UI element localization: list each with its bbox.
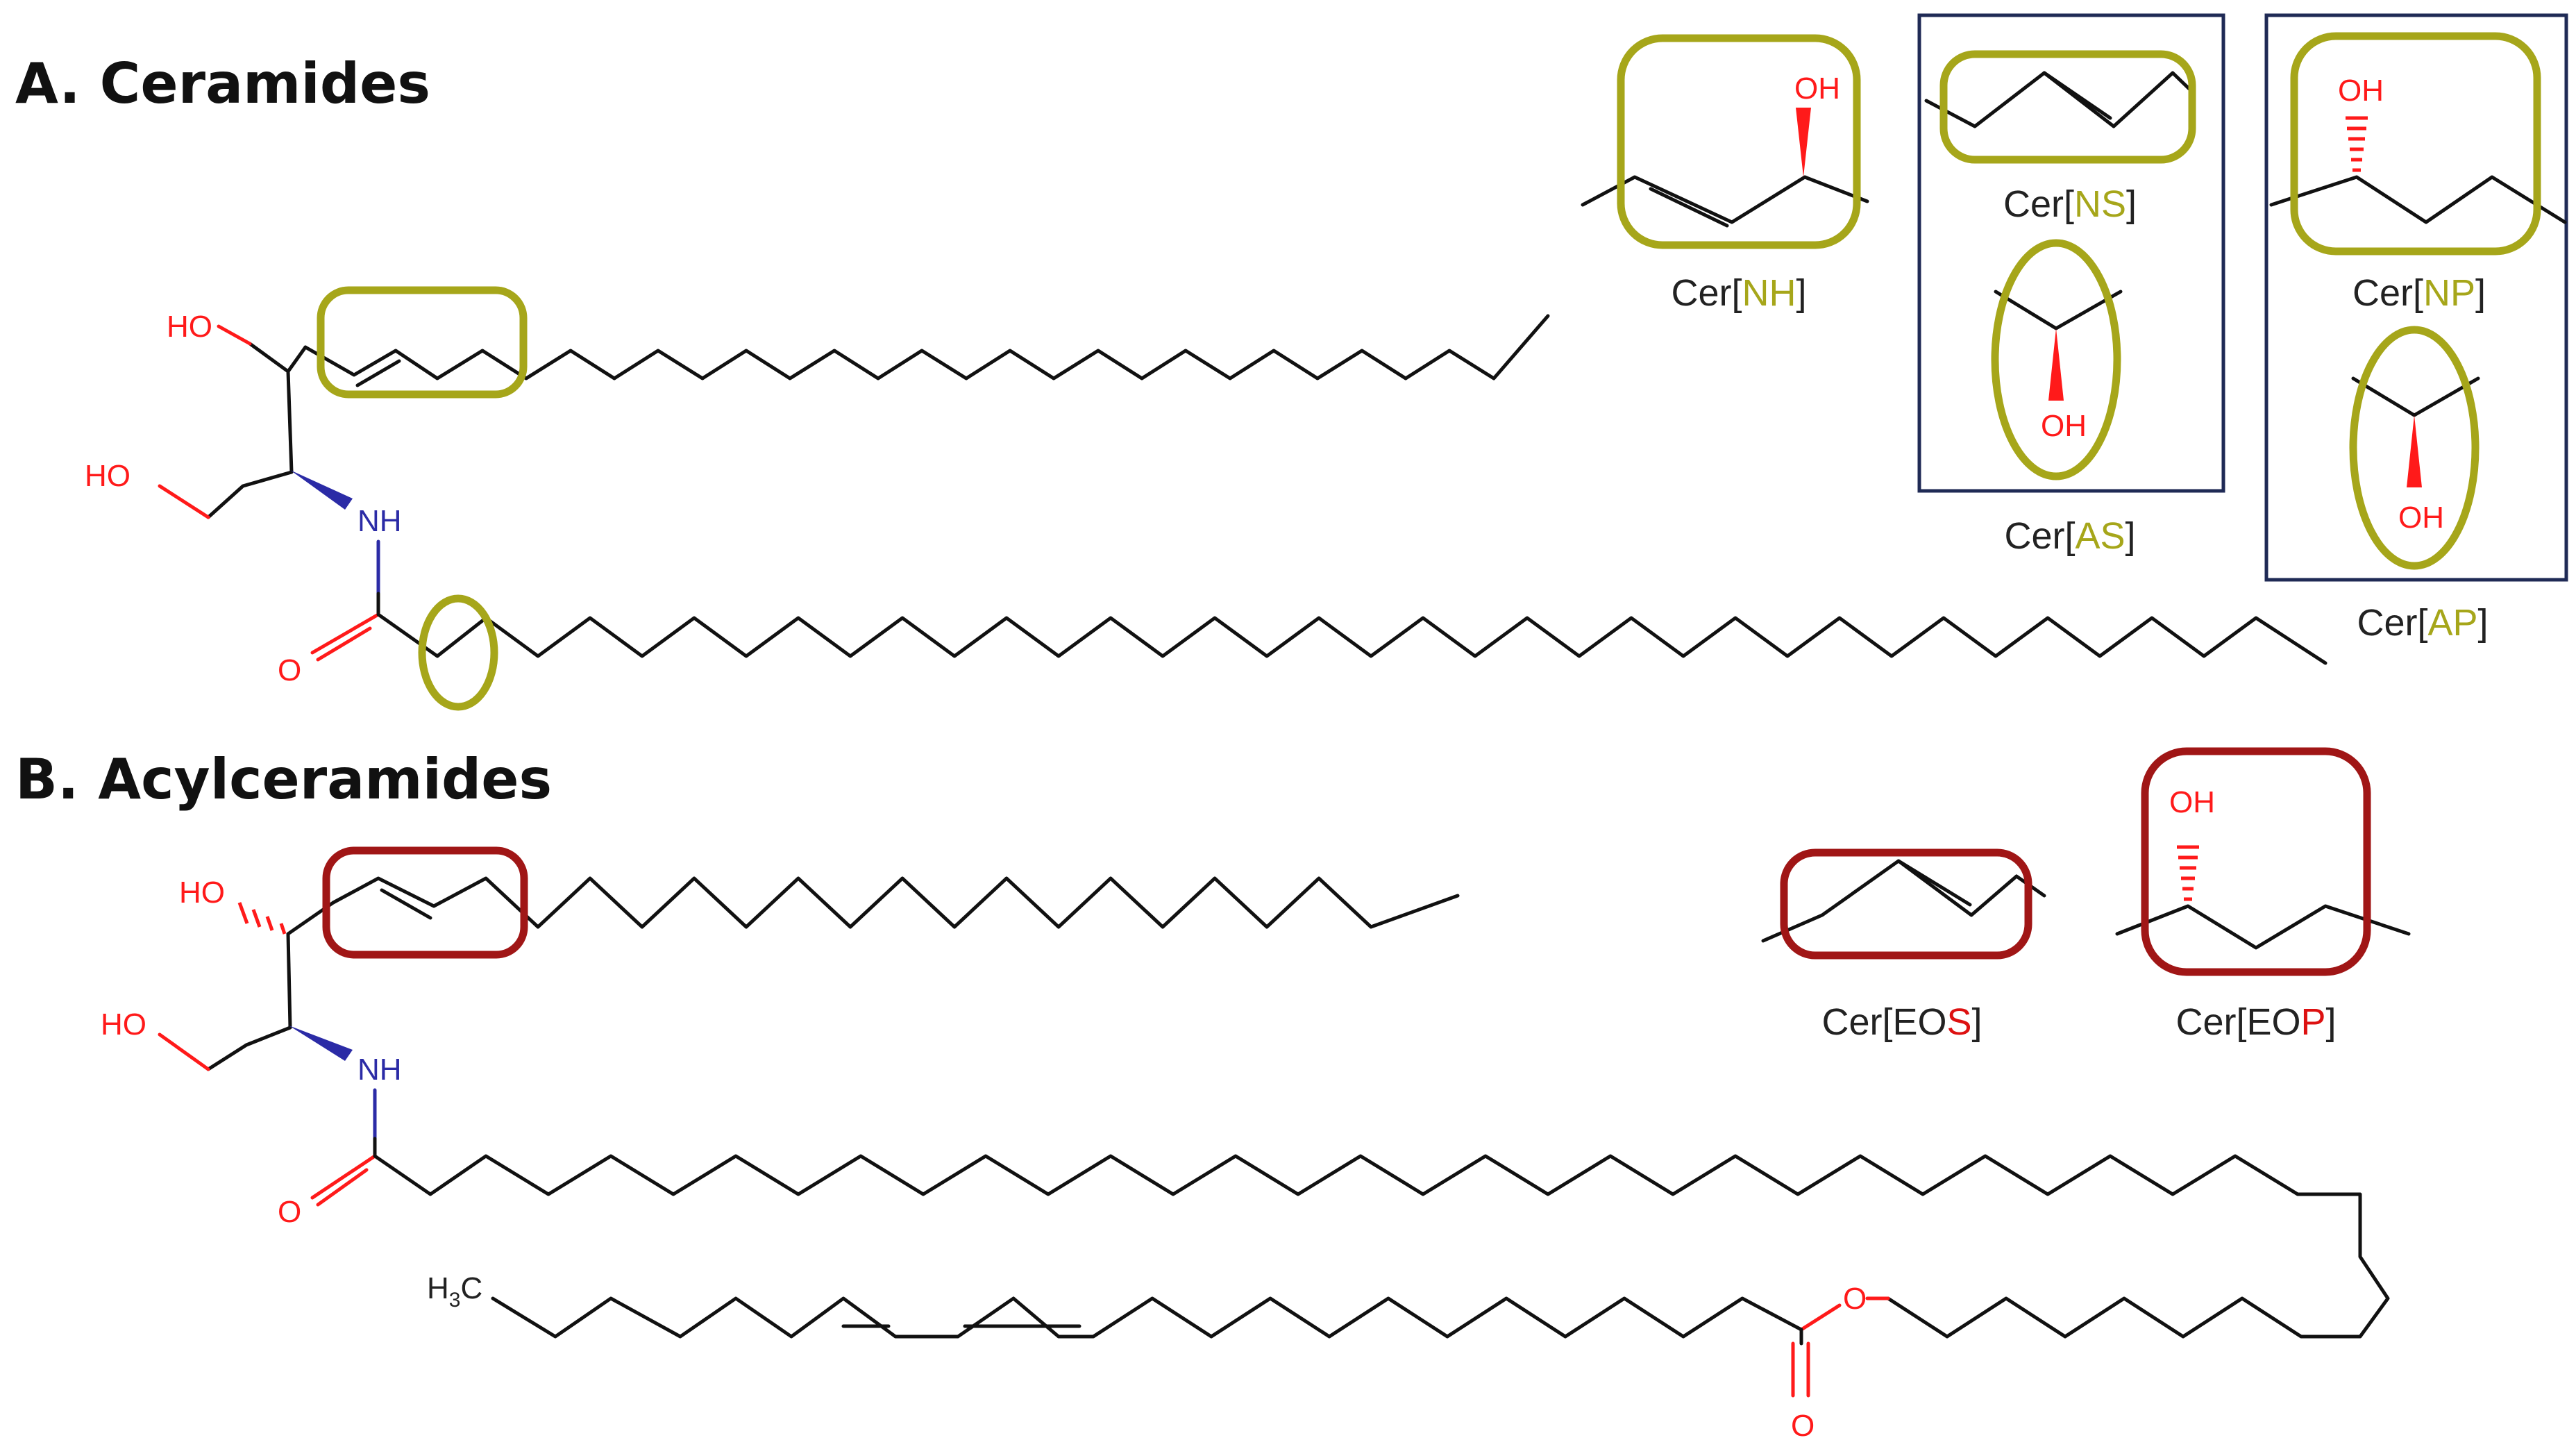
omega-hydroxy-acyl-chain [373, 1154, 2390, 1339]
ns-highlight [1939, 50, 2196, 164]
alpha-carbon-highlight [418, 594, 498, 711]
ns-caption: Cer[NS] [2003, 183, 2137, 225]
acyl-carbonyl-bond-2 [316, 1168, 369, 1207]
section-a-heading: A. Ceramides [15, 51, 430, 116]
fatty-acyl-chain [376, 612, 2327, 665]
carbonyl-bond-1 [310, 612, 380, 655]
carbonyl-bond-2 [316, 626, 372, 662]
eos-fragment-bonds [1761, 859, 2046, 943]
ester-o-bond-left [1799, 1303, 1842, 1332]
acyl-double-bond-highlight [322, 846, 528, 959]
eos-highlight [1780, 848, 2032, 960]
np-hydroxyl-hash-bond [2346, 116, 2368, 172]
sphingosine-variants-frame [1917, 13, 2225, 493]
eop-hydroxyl-label: OH [2169, 785, 2215, 819]
np-highlight [2290, 32, 2541, 256]
np-hydroxyl-label: OH [2338, 74, 2384, 108]
acyl-amine-label: NH [357, 1053, 402, 1087]
acyl-carbonyl-oxygen-label: O [278, 1195, 301, 1229]
carbonyl-oxygen-label: O [278, 653, 301, 687]
hydroxyl-bond-c1 [158, 484, 210, 519]
variant-ns: Cer[NS] [1924, 50, 2196, 225]
nh-caption: Cer[NH] [1671, 272, 1806, 314]
sphingoid-headgroup-bonds [206, 342, 308, 519]
ap-caption: Cer[AP] [2357, 602, 2488, 644]
sphingoid-double-bond [355, 359, 401, 387]
acyl-sphingoid-double-bond [380, 888, 432, 920]
ester-carbonyl-oxygen-label: O [1791, 1409, 1815, 1443]
nh-highlight [1617, 34, 1861, 249]
acyl-carbonyl-bond-1 [310, 1154, 377, 1200]
nh-double-bond [1649, 187, 1729, 228]
sphingoid-chain [303, 314, 1550, 380]
double-bond-highlight [317, 286, 528, 399]
as-caption: Cer[AS] [2004, 515, 2135, 557]
variant-np: OH Cer[NP] [2269, 32, 2567, 314]
eos-double-bond [1896, 859, 1972, 907]
ns-fragment-bonds [1924, 71, 2194, 128]
eop-highlight [2141, 747, 2371, 976]
as-hydroxyl-wedge [2048, 328, 2064, 401]
ap-hydroxyl-label: OH [2398, 501, 2444, 535]
ester-oxygen-label: O [1843, 1282, 1867, 1316]
eos-caption: Cer[EOS] [1821, 1001, 1982, 1043]
ap-highlight [2349, 326, 2480, 570]
linoleic-chain [491, 1296, 1803, 1339]
amine-label: NH [357, 504, 402, 538]
acyl-hydroxyl-hash-bond [237, 902, 287, 935]
eop-caption: Cer[EOP] [2175, 1001, 2336, 1043]
acylceramide-molecule: HO HO NH O O O H3C [101, 846, 2390, 1443]
eop-fragment-bonds [2115, 904, 2411, 950]
section-b-heading: B. Acylceramides [15, 747, 552, 812]
variant-eos: Cer[EOS] [1761, 848, 2046, 1043]
variant-eop: OH Cer[EOP] [2115, 747, 2411, 1043]
np-fragment-bonds [2269, 175, 2567, 224]
phytosphingosine-variants-frame [2264, 13, 2568, 582]
acyl-hydroxyl-label-c3: HO [179, 876, 225, 910]
as-hydroxyl-label: OH [2041, 409, 2087, 443]
acyl-hydroxyl-bond-c1 [158, 1032, 210, 1071]
nh-hydroxyl-wedge [1796, 108, 1811, 177]
variant-as: OH Cer[AS] [1991, 239, 2136, 557]
ceramide-molecule: HO HO NH O [85, 286, 2327, 711]
variant-nh: OH Cer[NH] [1581, 34, 1869, 314]
hydroxyl-label-c3: HO [167, 310, 212, 344]
acyl-amide-wedge-bond [289, 1026, 353, 1061]
methyl-terminus-label: H3C [427, 1271, 482, 1312]
nh-hydroxyl-label: OH [1794, 72, 1840, 106]
ap-hydroxyl-wedge [2407, 415, 2422, 487]
amide-wedge-bond [290, 470, 353, 510]
ap-fragment-bonds [2351, 376, 2480, 417]
acyl-hydroxyl-label-c1: HO [101, 1007, 146, 1041]
hydroxyl-bond-c3 [217, 324, 252, 346]
np-caption: Cer[NP] [2352, 272, 2486, 314]
hydroxyl-label-c1: HO [85, 459, 131, 493]
ns-double-bond [2042, 71, 2112, 120]
eop-hydroxyl-hash-bond [2177, 845, 2199, 901]
as-highlight [1991, 239, 2121, 480]
as-fragment-bonds [1994, 290, 2123, 330]
variant-ap: OH Cer[AP] [2349, 326, 2489, 644]
acyl-sphingoid-chain [331, 876, 1460, 929]
